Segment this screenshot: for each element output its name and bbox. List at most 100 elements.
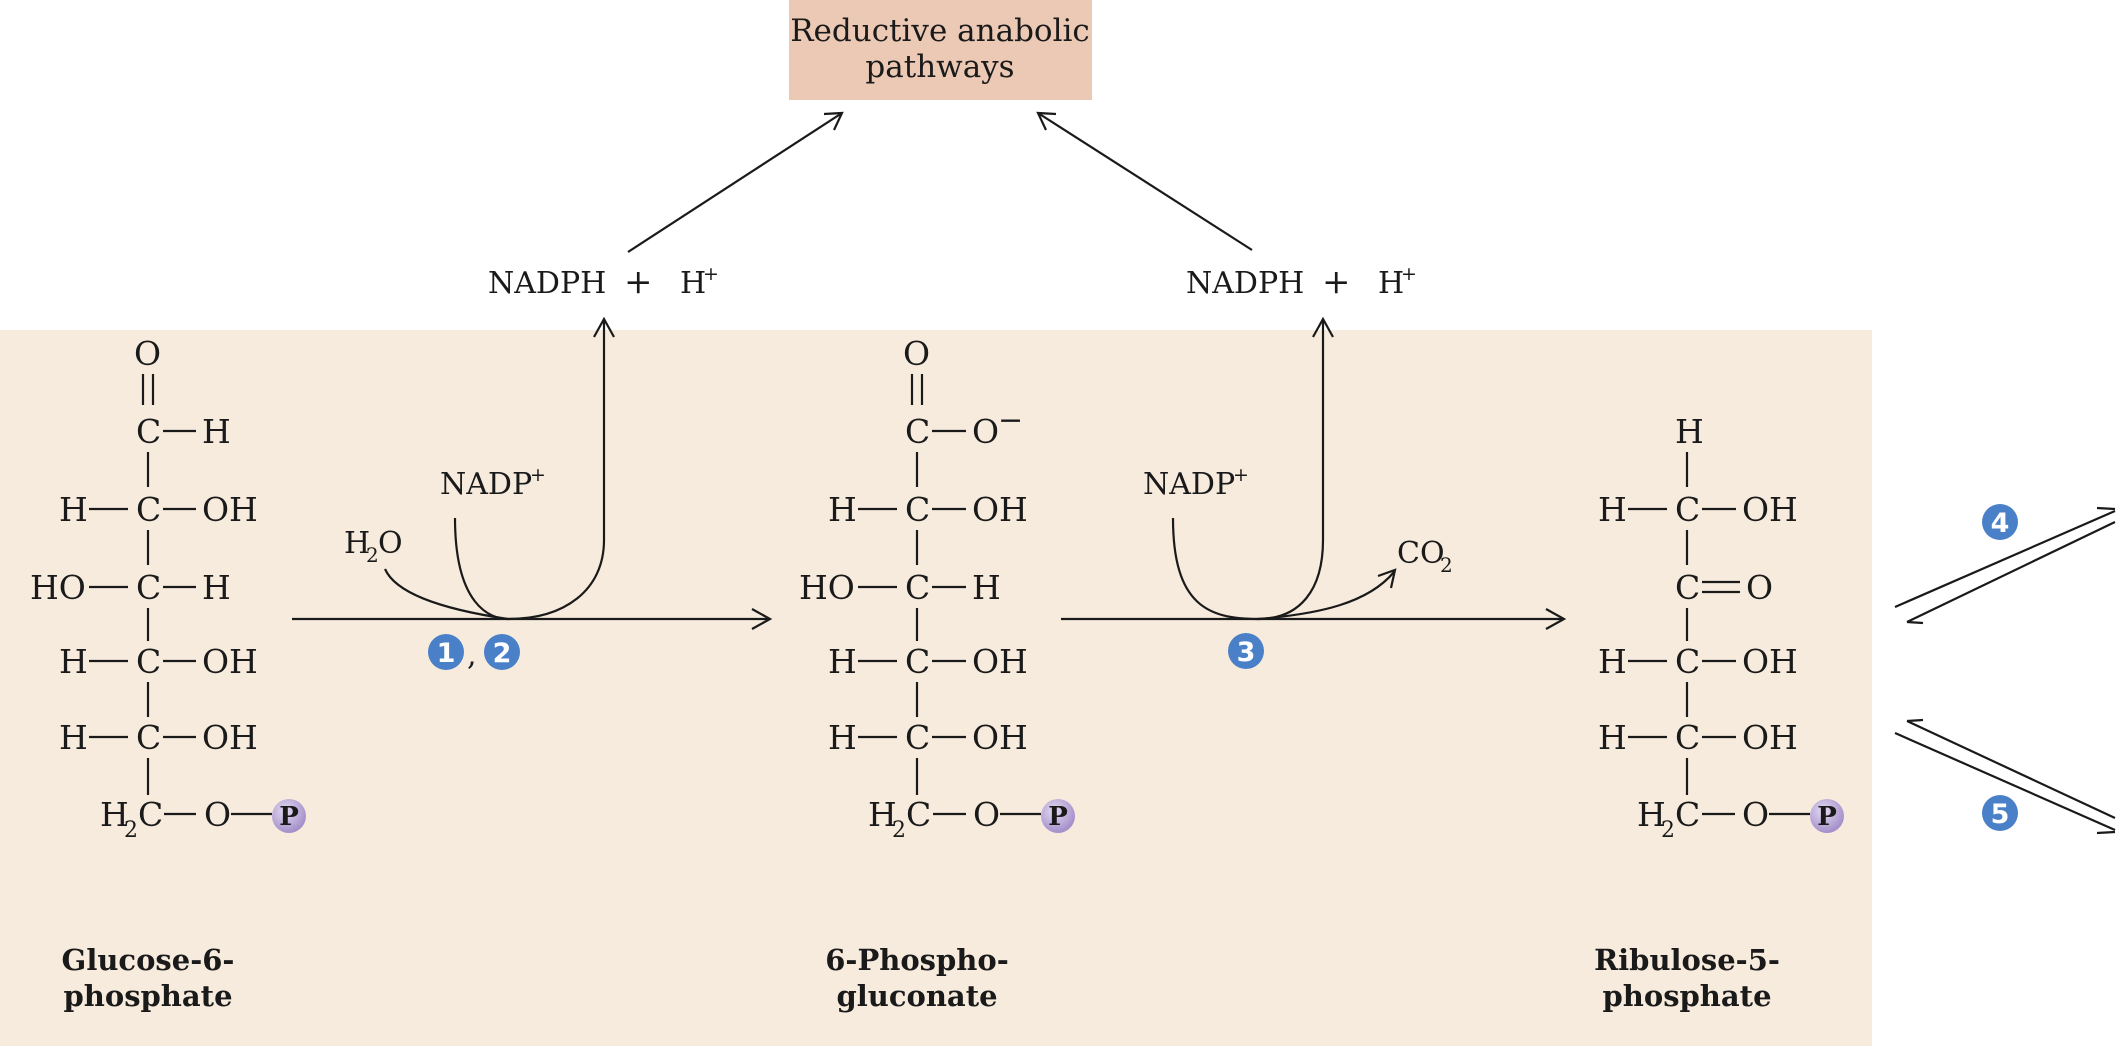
svg-text:H: H: [680, 266, 706, 301]
svg-text:HO: HO: [30, 568, 86, 607]
equilibrium-arrows-5: [1894, 718, 2116, 835]
enzyme-badge-2: 2: [484, 634, 520, 670]
compound-name-6-phosphogluconate: 6-Phospho- gluconate: [825, 943, 1009, 1013]
svg-text:H: H: [1637, 795, 1666, 834]
svg-text:C: C: [906, 795, 931, 834]
svg-text:C: C: [1675, 490, 1700, 529]
svg-text:OH: OH: [202, 490, 258, 529]
svg-text:2: 2: [124, 818, 138, 843]
nadp-label-2: NADP: [1143, 467, 1235, 502]
svg-text:OH: OH: [972, 642, 1028, 681]
svg-text:OH: OH: [972, 490, 1028, 529]
svg-text:H: H: [344, 526, 370, 561]
svg-text:O: O: [903, 334, 930, 373]
svg-text:H: H: [972, 568, 1001, 607]
reductive-anabolic-box: Reductive anabolic pathways: [789, 0, 1092, 100]
svg-text:C: C: [905, 568, 930, 607]
svg-text:H: H: [1598, 718, 1627, 757]
svg-text:+: +: [624, 262, 653, 302]
svg-text:gluconate: gluconate: [836, 979, 997, 1013]
svg-text:Glucose-6-: Glucose-6-: [62, 943, 235, 977]
svg-text:OH: OH: [1742, 642, 1798, 681]
svg-text:C: C: [905, 718, 930, 757]
svg-text:2: 2: [366, 543, 379, 567]
svg-text:3: 3: [1237, 637, 1256, 668]
svg-text:O: O: [973, 795, 1000, 834]
svg-text:OH: OH: [202, 642, 258, 681]
svg-text:2: 2: [1661, 818, 1675, 843]
nadph-label-2: NADPH + H +: [1186, 262, 1417, 302]
svg-text:OH: OH: [1742, 718, 1798, 757]
svg-text:C: C: [1675, 795, 1700, 834]
enzyme-badge-4: 4: [1982, 504, 2018, 540]
enzyme-badge-5: 5: [1982, 795, 2018, 831]
glucose-6-phosphate-structure: O C H H C OH HO C H H C OH H C OH H 2 C …: [30, 334, 306, 843]
svg-text:H: H: [202, 568, 231, 607]
badge-separator: ,: [467, 638, 477, 673]
6-phosphogluconate-structure: O C O − H C OH HO C H H C OH H C OH H 2 …: [799, 334, 1075, 843]
svg-text:H: H: [1598, 642, 1627, 681]
arrows-to-box: [627, 111, 1253, 253]
svg-text:H: H: [828, 642, 857, 681]
svg-text:P: P: [1048, 802, 1068, 832]
svg-text:C: C: [905, 490, 930, 529]
svg-text:OH: OH: [202, 718, 258, 757]
svg-text:O: O: [134, 334, 161, 373]
svg-text:2: 2: [493, 638, 512, 669]
svg-text:2: 2: [892, 818, 906, 843]
co2-label: CO 2: [1397, 536, 1453, 577]
svg-text:O: O: [972, 412, 999, 451]
svg-text:O: O: [1742, 795, 1769, 834]
compound-name-ribulose-5-phosphate: Ribulose-5- phosphate: [1594, 943, 1780, 1013]
reaction-arrow-2: [1061, 316, 1567, 630]
svg-text:NADPH: NADPH: [1186, 266, 1304, 301]
svg-text:OH: OH: [972, 718, 1028, 757]
phosphate-icon: P: [1810, 799, 1844, 833]
svg-text:C: C: [138, 795, 163, 834]
reaction-arrow-1: [292, 316, 773, 630]
svg-text:+: +: [530, 464, 546, 486]
svg-text:5: 5: [1991, 799, 2010, 830]
svg-text:H: H: [59, 642, 88, 681]
svg-text:C: C: [136, 568, 161, 607]
svg-text:H: H: [1675, 412, 1704, 451]
svg-text:H: H: [59, 490, 88, 529]
svg-text:HO: HO: [799, 568, 855, 607]
reaction-panel: [0, 330, 1872, 1046]
nadp-label-1: NADP: [440, 467, 532, 502]
svg-text:H: H: [1378, 266, 1404, 301]
svg-text:1: 1: [437, 638, 456, 669]
svg-text:H: H: [868, 795, 897, 834]
svg-text:C: C: [136, 718, 161, 757]
svg-text:C: C: [136, 412, 161, 451]
svg-text:H: H: [202, 412, 231, 451]
enzyme-badge-1: 1: [428, 634, 464, 670]
enzyme-badge-3: 3: [1228, 633, 1264, 669]
svg-text:H: H: [59, 718, 88, 757]
svg-text:C: C: [905, 642, 930, 681]
svg-text:+: +: [1401, 263, 1417, 285]
svg-text:H: H: [1598, 490, 1627, 529]
svg-text:+: +: [703, 263, 719, 285]
svg-text:phosphate: phosphate: [1602, 979, 1771, 1013]
svg-text:P: P: [1817, 802, 1837, 832]
nadph-label-1: NADPH + H +: [488, 262, 719, 302]
svg-text:O: O: [378, 526, 403, 561]
water-label: H 2 O: [344, 526, 403, 567]
svg-text:O: O: [1746, 568, 1773, 607]
svg-text:OH: OH: [1742, 490, 1798, 529]
svg-text:C: C: [136, 490, 161, 529]
svg-text:C: C: [905, 412, 930, 451]
ribulose-5-phosphate-structure: H H C OH C O H C OH H C OH H 2 C O P: [1598, 412, 1844, 843]
equilibrium-arrows-4: [1894, 506, 2116, 625]
svg-text:C: C: [136, 642, 161, 681]
svg-text:2: 2: [1440, 553, 1453, 577]
svg-text:+: +: [1233, 464, 1249, 486]
svg-text:H: H: [100, 795, 129, 834]
svg-text:+: +: [1322, 262, 1351, 302]
phosphate-icon: P: [1041, 799, 1075, 833]
box-line-2: pathways: [865, 49, 1014, 85]
svg-text:C: C: [1675, 568, 1700, 607]
svg-text:C: C: [1675, 718, 1700, 757]
svg-text:6-Phospho-: 6-Phospho-: [825, 943, 1009, 977]
